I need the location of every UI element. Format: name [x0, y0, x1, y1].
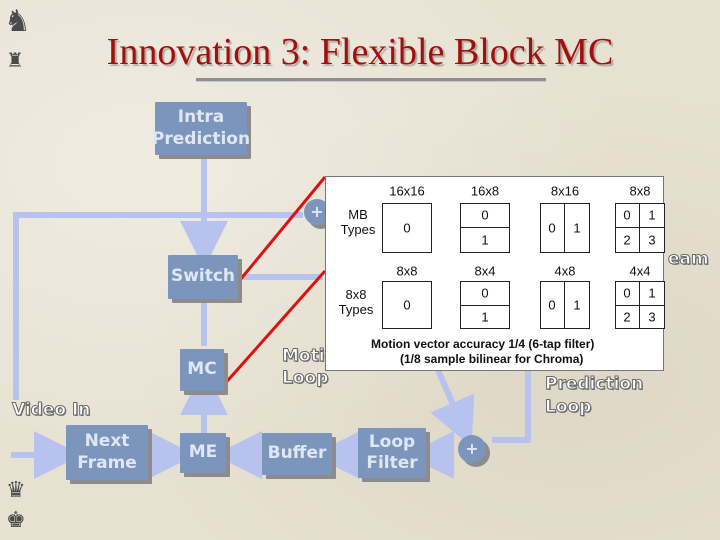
sub-8x8-partition [382, 281, 432, 329]
mb-types-label: MB Types [333, 207, 383, 237]
me-block: ME [180, 433, 226, 473]
sub-4x4-part-0: 0 [623, 285, 631, 301]
sub-header-8x4: 8x4 [474, 263, 496, 279]
slide-title: Innovation 3: Flexible Block MC [106, 31, 614, 73]
mb-16x16-part-0: 0 [403, 220, 411, 236]
mb-header-16x8: 16x8 [470, 183, 500, 199]
sub-8x8-part-0: 0 [403, 297, 411, 313]
sub-4x4-part-3: 3 [648, 309, 656, 325]
arrow-input-left [13, 212, 303, 400]
video-in-label: Video In [11, 400, 91, 421]
block-types-panel: MB Types 8x8 Types 16x16 16x8 8x16 8x8 0… [325, 176, 665, 371]
corner-ornament-top-left: ♞ [4, 4, 31, 39]
mb-8x8-br [639, 227, 665, 253]
intra-prediction-block: Intra Prediction [152, 102, 250, 155]
mb-8x16-part-0: 0 [548, 220, 556, 236]
mb-16x8-part-1: 1 [481, 232, 489, 248]
sub-4x4-part-2: 2 [623, 309, 631, 325]
title-underline [196, 78, 546, 82]
sub-types-label: 8x8 Types [331, 287, 381, 317]
sub-4x8-part-0: 0 [548, 297, 556, 313]
mb-8x8-part-0: 0 [623, 207, 631, 223]
adder-lower: + [458, 435, 486, 463]
prediction-loop-text: Prediction Loop [544, 374, 644, 418]
encoder-block-diagram: Intra Prediction Switch MC Next Frame ME… [0, 95, 720, 540]
mb-8x8-bl [615, 227, 640, 253]
sub-8x4-top [460, 281, 510, 306]
mb-8x16-right [564, 203, 590, 253]
mb-8x8-tr [639, 203, 665, 228]
mv-accuracy-note-line2: (1/8 sample bilinear for Chroma) [400, 352, 584, 366]
pointer-line-lower [220, 270, 327, 388]
next-frame-block: Next Frame [66, 425, 148, 480]
mb-types-text: MB Types [340, 207, 376, 237]
loop-filter-block: Loop Filter [358, 428, 426, 478]
sub-header-4x4: 4x4 [629, 263, 651, 279]
pointer-line-upper [238, 176, 327, 281]
arrow-feedback-right [492, 367, 531, 443]
mb-16x8-bottom [460, 227, 510, 253]
diagram-arrows [11, 152, 531, 479]
sub-4x4-part-1: 1 [648, 285, 656, 301]
mb-16x8-part-0: 0 [481, 207, 489, 223]
mb-header-8x8: 8x8 [629, 183, 651, 199]
sub-8x4-part-0: 0 [481, 285, 489, 301]
mb-8x16-part-1: 1 [573, 220, 581, 236]
sub-types-text: 8x8 Types [338, 287, 374, 317]
sub-8x4-part-1: 1 [481, 309, 489, 325]
arrow-to-lower-adder [430, 366, 475, 447]
mb-header-16x16: 16x16 [389, 183, 425, 199]
mb-header-8x16: 8x16 [550, 183, 580, 199]
sub-4x8-right [564, 281, 590, 329]
sub-8x4-bottom [460, 305, 510, 329]
mb-8x8-part-3: 3 [648, 232, 656, 248]
sub-4x4-br [639, 305, 665, 329]
sub-header-4x8: 4x8 [554, 263, 576, 279]
mb-8x8-tl [615, 203, 640, 228]
corner-ornament-bottom-left: ♛ [6, 478, 26, 503]
stream-label-fragment: eam [668, 249, 710, 270]
switch-block: Switch [168, 255, 238, 299]
sub-4x4-bl [615, 305, 640, 329]
mv-accuracy-note-line1: Motion vector accuracy 1/4 (6-tap filter… [371, 337, 595, 351]
sub-4x8-part-1: 1 [573, 297, 581, 313]
sub-header-8x8: 8x8 [396, 263, 418, 279]
corner-ornament-top-left-2: ♜ [6, 48, 24, 72]
prediction-loop-label: Prediction Loop [544, 373, 643, 419]
mb-16x16-partition [382, 203, 432, 253]
mb-16x8-top [460, 203, 510, 228]
mb-8x8-part-1: 1 [648, 207, 656, 223]
mb-8x8-part-2: 2 [623, 232, 631, 248]
corner-ornament-bottom-left-2: ♚ [6, 508, 26, 533]
buffer-block: Buffer [262, 433, 332, 475]
mc-block: MC [180, 349, 224, 391]
